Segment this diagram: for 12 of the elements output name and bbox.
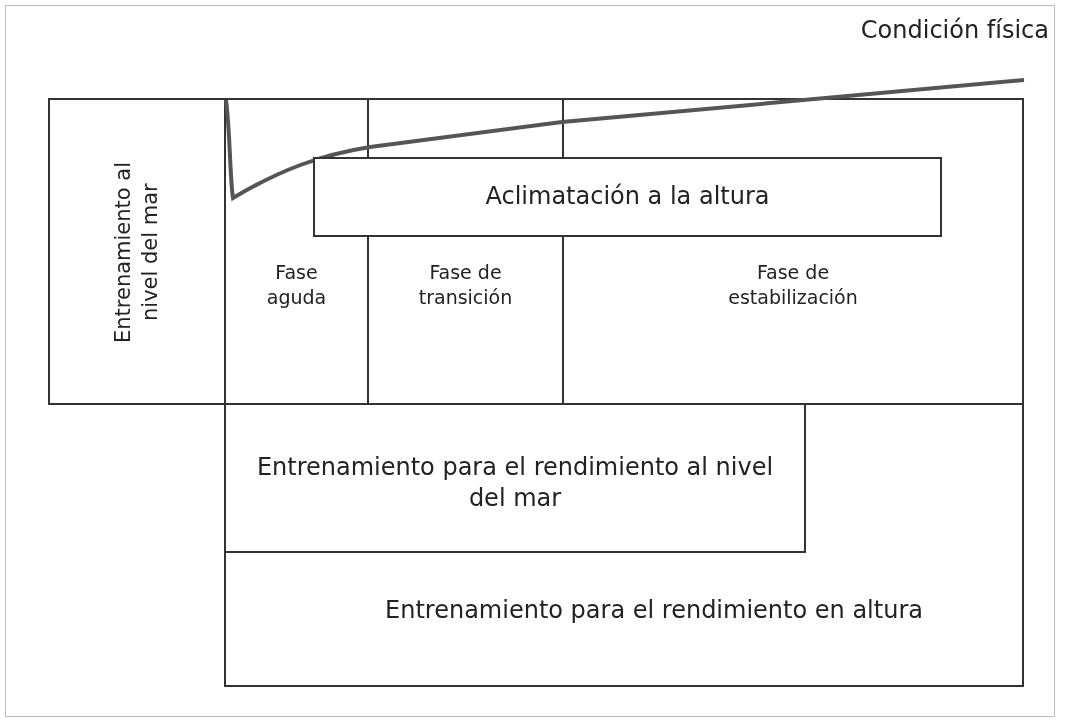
process-box [224,403,806,553]
phase-label: Fase de estabilización [727,260,859,310]
phase-label: Fase de transición [417,260,514,310]
box-label: Aclimatación a la altura [485,181,770,213]
process-box [313,157,942,237]
box-label: Entrenamiento al nivel del mar [109,159,163,345]
box-label: Entrenamiento para el rendimiento en altura [384,595,924,626]
curve-label: Condición física [860,16,1049,44]
box-label: Entrenamiento para el rendimiento al nivel del mar [255,451,775,514]
process-box [224,403,1024,687]
process-box [48,98,226,405]
phase-label: Fase aguda [265,260,328,310]
